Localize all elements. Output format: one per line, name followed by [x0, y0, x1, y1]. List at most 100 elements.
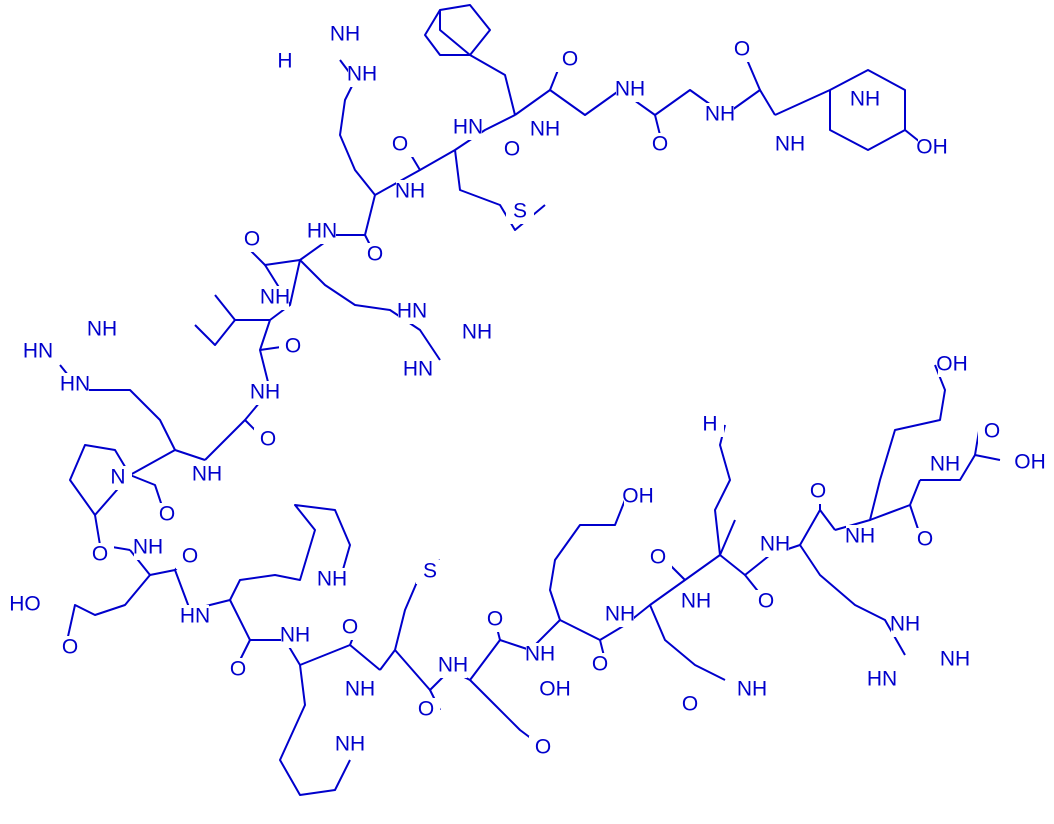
- label-mask: [134, 536, 162, 560]
- label-mask: [11, 593, 39, 617]
- label-mask: [529, 736, 557, 760]
- label-mask: [891, 613, 919, 637]
- label-mask: [938, 353, 966, 377]
- label-mask: [911, 528, 939, 552]
- bond: [264, 264, 291, 321]
- label-mask: [181, 605, 209, 629]
- label-o: O: [244, 228, 260, 251]
- label-mask: [752, 590, 780, 614]
- label-s: S: [423, 560, 437, 583]
- label-o: O: [260, 428, 276, 451]
- label-nh2: NH: [775, 133, 805, 156]
- label-mask: [738, 678, 766, 702]
- label-mask: [1016, 451, 1044, 475]
- bond: [69, 444, 131, 516]
- label-s: S: [513, 200, 527, 223]
- label-n: N: [110, 466, 125, 489]
- label-o: O: [682, 693, 698, 716]
- bond: [214, 294, 236, 321]
- label-o: O: [917, 528, 933, 551]
- label-hn: HN: [453, 116, 483, 139]
- label-o: O: [62, 636, 78, 659]
- label-o: O: [342, 616, 358, 639]
- bond: [229, 504, 351, 601]
- label-hn: HN: [397, 300, 427, 323]
- bond: [439, 10, 516, 116]
- label-o: O: [504, 138, 520, 161]
- label-nh: NH: [438, 654, 468, 677]
- label-mask: [646, 133, 674, 157]
- label-o: O: [758, 590, 774, 613]
- label-nh: NH: [845, 525, 875, 548]
- label-mask: [104, 466, 132, 490]
- label-mask: [88, 318, 116, 342]
- label-o: O: [562, 48, 578, 71]
- label-nh: NH: [930, 453, 960, 476]
- label-mask: [606, 603, 634, 627]
- label-mask: [261, 286, 289, 310]
- label-oh: OH: [622, 485, 654, 508]
- label-mask: [586, 653, 614, 677]
- label-mask: [336, 733, 364, 757]
- label-nh: NH: [335, 733, 365, 756]
- label-o: O: [652, 133, 668, 156]
- label-mask: [271, 50, 299, 74]
- label-nh: NH: [260, 286, 290, 309]
- label-nh: NH: [133, 536, 163, 559]
- label-nh: NH: [317, 568, 347, 591]
- label-mask: [531, 118, 559, 142]
- bond: [774, 69, 906, 151]
- label-mask: [776, 133, 804, 157]
- label-o: O: [392, 133, 408, 156]
- label-mask: [931, 453, 959, 477]
- bond: [194, 319, 270, 346]
- label-mask: [541, 678, 569, 702]
- label-nh: NH: [345, 678, 375, 701]
- bond: [920, 454, 1001, 481]
- label-nh2: NH: [462, 321, 492, 344]
- label-mask: [153, 503, 181, 527]
- label-mask: [454, 116, 482, 140]
- label-mask: [978, 420, 1006, 444]
- label-hn: HN: [60, 373, 90, 396]
- label-mask: [281, 624, 309, 648]
- label-nh: NH: [605, 603, 635, 626]
- label-mask: [308, 220, 336, 244]
- label-nh: NH: [530, 118, 560, 141]
- label-hn: HN: [307, 220, 337, 243]
- label-mask: [61, 373, 89, 397]
- label-nh: NH: [615, 78, 645, 101]
- label-h2n: H: [702, 413, 717, 436]
- bond: [654, 114, 661, 136]
- label-oh: OH: [1014, 451, 1046, 474]
- label-mask: [386, 133, 414, 157]
- label-mask: [224, 658, 252, 682]
- bond: [299, 644, 381, 671]
- label-mask: [361, 243, 389, 267]
- label-mask: [251, 381, 279, 405]
- bond: [529, 499, 626, 651]
- bond: [424, 4, 491, 56]
- bond: [719, 554, 771, 576]
- label-ho: HO: [9, 593, 41, 616]
- label-mask: [616, 78, 644, 102]
- label-nh: NH: [192, 463, 222, 486]
- label-hn: HN: [403, 358, 433, 381]
- label-mask: [346, 678, 374, 702]
- label-mask: [463, 321, 491, 345]
- label-mask: [851, 88, 879, 112]
- label-o: O: [92, 543, 108, 566]
- label-nh: NH: [850, 88, 880, 111]
- bond: [834, 364, 946, 531]
- bond: [649, 604, 726, 681]
- label-nh2: NH: [737, 678, 767, 701]
- bond: [799, 509, 836, 546]
- bond: [229, 599, 285, 641]
- label-o: O: [650, 546, 666, 569]
- label-hn: HN: [180, 605, 210, 628]
- label-mask: [696, 413, 724, 437]
- label-mask: [941, 648, 969, 672]
- label-oh: OH: [539, 678, 571, 701]
- label-nh: NH: [525, 643, 555, 666]
